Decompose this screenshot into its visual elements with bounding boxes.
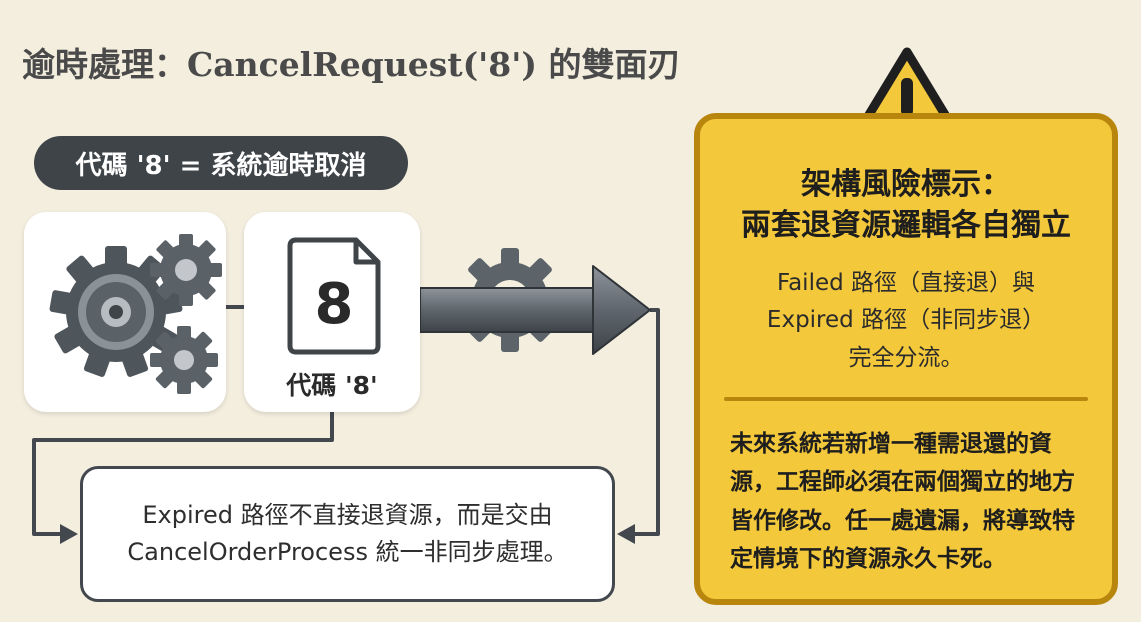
risk-heading-line-2: 兩套退資源邏輯各自獨立: [741, 207, 1071, 243]
note-line-2: CancelOrderProcess 統一非同步處理。: [127, 538, 568, 566]
process-arrow-icon: [419, 265, 651, 355]
risk-desc-line-2: Expired 路徑（非同步退）: [766, 307, 1046, 334]
risk-desc-line-3: 完全分流。: [848, 344, 964, 371]
risk-heading-line-1: 架構風險標示：: [801, 167, 1011, 202]
page-title: 逾時處理：CancelRequest('8') 的雙面刃: [22, 45, 681, 84]
document-caption: 代碼 '8': [286, 371, 378, 400]
arrow-to-note-connector: [633, 308, 660, 536]
architecture-risk-panel: 架構風險標示： 兩套退資源邏輯各自獨立 Failed 路徑（直接退）與 Expi…: [694, 113, 1118, 605]
code-8-pill: 代碼 '8' = 系統逾時取消: [34, 136, 408, 190]
left-arrowhead: [60, 524, 78, 544]
document-icon: 8: [287, 237, 381, 355]
risk-desc-line-1: Failed 路徑（直接退）與: [776, 270, 1036, 296]
risk-description: Failed 路徑（直接退）與 Expired 路徑（非同步退） 完全分流。: [700, 265, 1112, 377]
note-line-1: Expired 路徑不直接退資源，而是交由: [142, 500, 553, 529]
document-digit: 8: [315, 272, 354, 337]
risk-divider: [724, 397, 1088, 401]
code-8-document-card: 8 代碼 '8': [244, 212, 420, 412]
expired-path-note: Expired 路徑不直接退資源，而是交由 CancelOrderProcess…: [80, 466, 615, 602]
risk-consequence-text: 未來系統若新增一種需退還的資源，工程師必須在兩個獨立的地方皆作修改。任一處遺漏，…: [730, 431, 1075, 573]
risk-heading: 架構風險標示： 兩套退資源邏輯各自獨立: [700, 165, 1112, 246]
doc-to-note-connector: [32, 412, 334, 536]
right-arrowhead: [617, 524, 635, 544]
gear-card: [24, 212, 226, 412]
gears-icon: [49, 234, 222, 394]
